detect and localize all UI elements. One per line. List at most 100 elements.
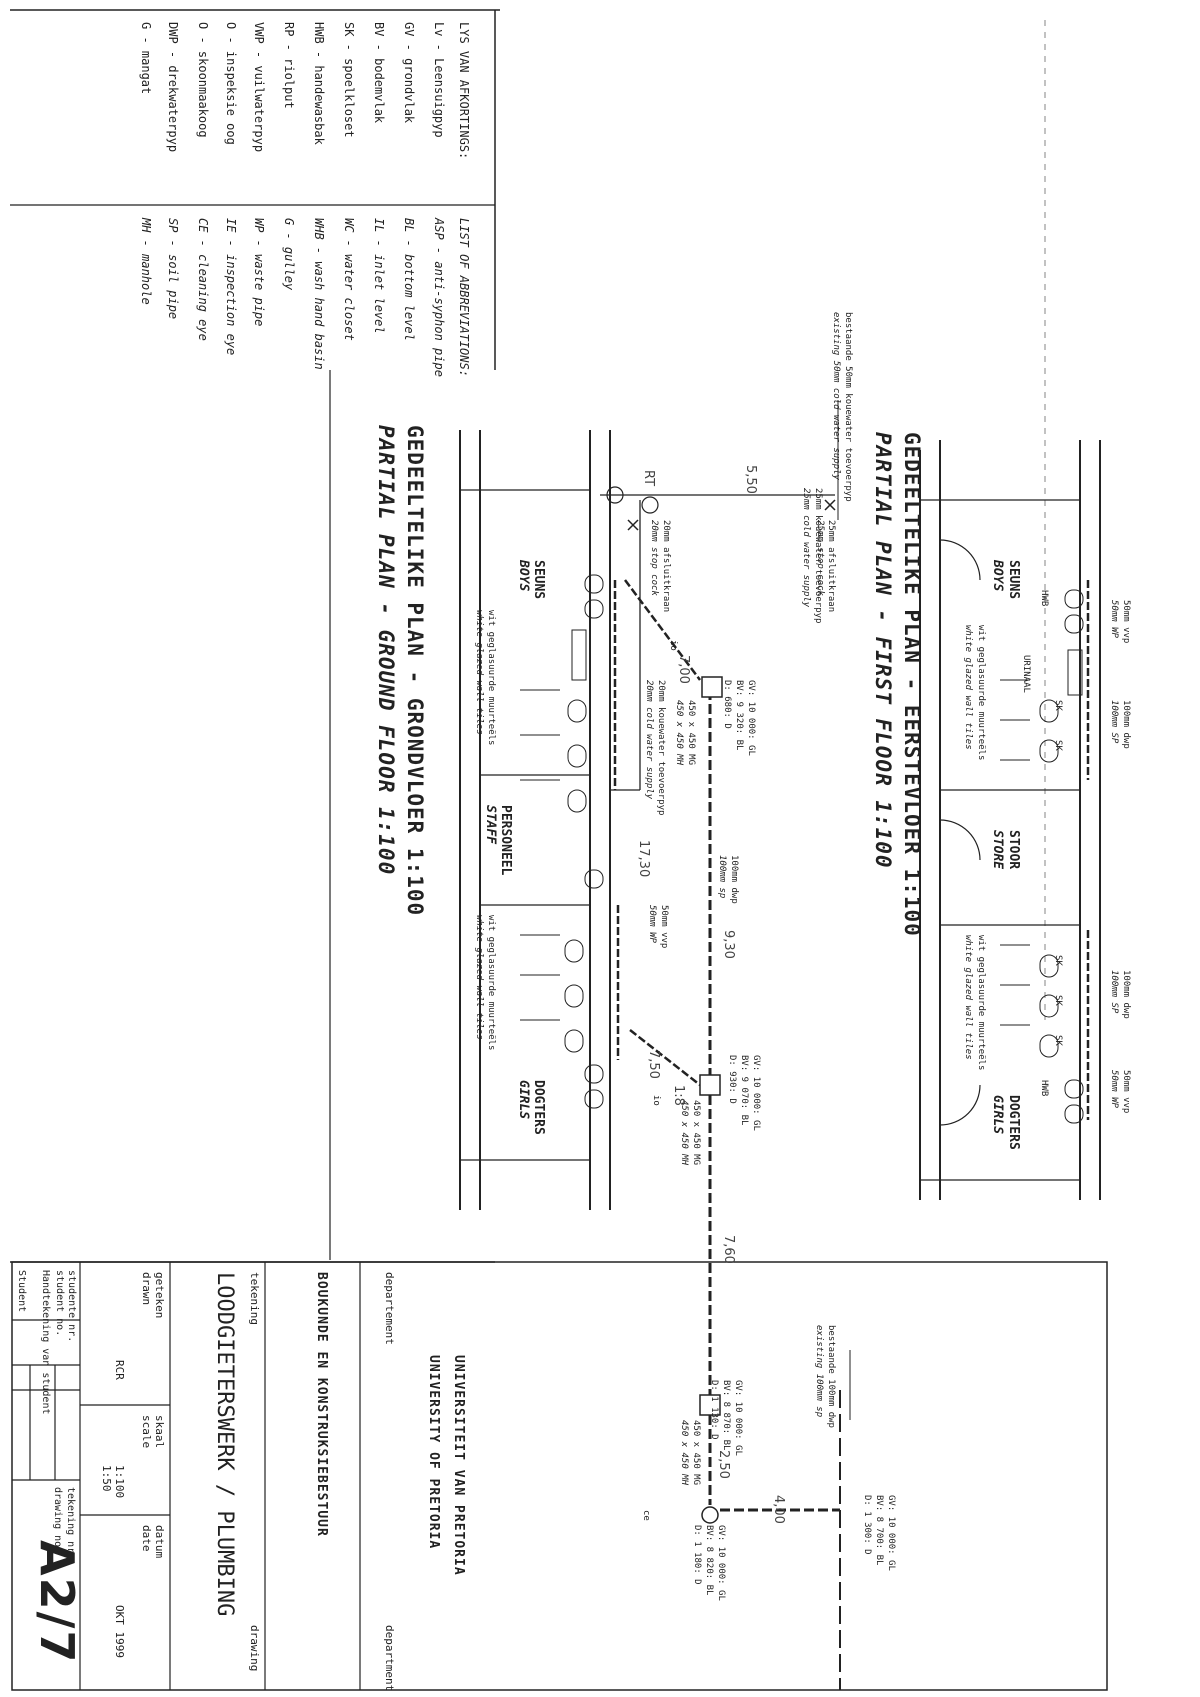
gf-supply-eng: 25mm cold water supply (801, 488, 811, 608)
date-label-eng: date (140, 1525, 153, 1552)
hand-note: 7,00 (676, 655, 691, 684)
legend-afr-item: BV - bodemvlak (372, 22, 386, 124)
gf-supply-afr: 25mm kouewater toevoerpyp (813, 488, 823, 624)
ff-tiles-afr: wit geglasuurde muurteëls (976, 625, 986, 761)
legend-afr-item: O - skoonmaakoog (196, 22, 210, 138)
gf-tiles-afr: wit geglasuurde muurteëls (486, 610, 496, 746)
legend-eng-item: WHB - wash hand basin (312, 218, 326, 370)
ff-existing-note-afr: bestaande 50mm kouewater toevoerpyp (843, 312, 853, 502)
ff-store-afr: STOOR (1006, 830, 1021, 870)
first-floor-title-afr: GEDEELTELIKE PLAN - EERSTEVLOER 1:100 (900, 432, 924, 937)
uni-eng: UNIVERSITY OF PRETORIA (426, 1355, 441, 1550)
dept-label-eng: department (383, 1625, 396, 1692)
ff-girls-eng: GIRLS (990, 1095, 1005, 1135)
gf-mh3-afr: 450 x 450 MG (691, 1420, 701, 1486)
ff-hwb-label: HWB (1039, 590, 1049, 607)
gf-pipe-label-afr: 100mm dwp (729, 855, 739, 904)
signature-label-afr: Handtekening van student (40, 1270, 51, 1415)
gf-mh4-level: GV: 10 000: GL (716, 1525, 726, 1601)
ff-boys-eng: BOYS (990, 560, 1005, 592)
scale-value-2: 1:50 (100, 1465, 113, 1492)
gf-tiles2-afr: wit geglasuurde muurteëls (486, 915, 496, 1051)
gf-girls-eng: GIRLS (516, 1080, 531, 1120)
ff-soil-afr: 100mm dwp (1121, 700, 1131, 749)
ff-girls-afr: DOGTERS (1006, 1095, 1021, 1150)
ff-vent-eng: 50mm WP (1109, 600, 1119, 638)
io-label: io (668, 640, 678, 651)
gf-mh1-level: GV: 10 000: GL (746, 680, 756, 756)
legend-afr-item: G - mangat (139, 22, 153, 95)
gf-vent-afr: 50mm vvp (659, 905, 669, 949)
legend-eng-item: WP - waste pipe (252, 218, 266, 327)
gf-mh3-level: D: 1 130: D (709, 1380, 719, 1440)
legend-eng-item: MH - manhole (139, 218, 153, 305)
ff-store-eng: STORE (990, 830, 1005, 870)
gf-supply20-eng: 20mm cold water supply (644, 680, 654, 800)
legend-eng-item: IL - inlet level (372, 218, 386, 334)
gf-mh4-level: BV: 8 820: BL (704, 1525, 714, 1596)
scale-value-1: 1:100 (113, 1465, 126, 1499)
drawing-label-eng: drawing (248, 1625, 261, 1672)
legend-eng-item: CE - cleaning eye (196, 218, 210, 341)
gf-mh2-level: BV: 9 070: BL (739, 1055, 749, 1126)
legend-afr-item: VWP - vuilwaterpyp (252, 22, 266, 153)
gf-mh5-level: BV: 8 700: BL (874, 1495, 884, 1566)
gf-tiles2-eng: white glazed wall tiles (474, 915, 484, 1040)
gf-girls-afr: DOGTERS (531, 1080, 546, 1135)
hand-note: 7,60 (721, 1235, 736, 1264)
gf-mh5-level: D: 1 300: D (862, 1495, 872, 1555)
gf-staff-afr: PERSONEEL (498, 805, 513, 876)
legend-afr-item: Lv - Leensuigpyp (432, 22, 446, 138)
gf-mh2-level: GV: 10 000: GL (751, 1055, 761, 1131)
hand-note: 9,30 (721, 930, 736, 959)
ff-soil2-afr: 100mm dwp (1121, 970, 1131, 1019)
ff-sk-label: SK (1053, 740, 1063, 751)
drawing-value: LOODGIETERSWERK / PLUMBING (212, 1272, 237, 1617)
ff-sk-label: SK (1053, 1035, 1063, 1046)
scale-label-afr: skaal (153, 1415, 166, 1449)
ff-sk-label: SK (1053, 995, 1063, 1006)
gf-mh5-level: GV: 10 000: GL (886, 1495, 896, 1571)
legend-afr-heading: LYS VAN AFKORTINGS: (457, 22, 471, 160)
gf-mh3-level: BV: 8 870: BL (721, 1380, 731, 1451)
ff-sk-label: SK (1053, 700, 1063, 711)
gf-mh1-level: D: 680: D (722, 680, 732, 729)
ff-sk-label: SK (1053, 955, 1063, 966)
legend-eng-item: G - gulley (282, 218, 296, 291)
gf-mh2-level: D: 930: D (727, 1055, 737, 1104)
legend-afr-item: DWP - drekwaterpyp (166, 22, 180, 153)
gf-mh3-eng: 450 x 450 MH (679, 1420, 689, 1486)
student-label-eng: student no. (54, 1270, 65, 1337)
gf-mh4-level: D: 1 180: D (692, 1525, 702, 1585)
ff-boys-afr: SEUNS (1006, 560, 1021, 600)
hand-note: RT (641, 470, 656, 487)
hand-note: 5,50 (743, 465, 758, 494)
legend-eng-heading: LIST OF ABBREVIATIONS: (457, 218, 471, 377)
gf-boys-afr: SEUNS (531, 560, 546, 600)
student-label-afr: studente nr. (66, 1270, 77, 1343)
drawn-label-afr: geteken (153, 1272, 166, 1319)
ff-soil2-eng: 100mm SP (1109, 970, 1119, 1014)
gf-staff-eng: STAFF (483, 805, 498, 845)
ff-hwb-label: HWB (1039, 1080, 1049, 1097)
io-label: io (651, 1095, 661, 1106)
date-label-afr: datum (153, 1525, 166, 1559)
gf-mh1-eng: 450 x 450 MH (674, 700, 684, 766)
legend-eng-item: SP - soil pipe (166, 218, 180, 320)
legend-eng-item: ASP - anti-syphon pipe (432, 218, 446, 377)
scale-label-eng: scale (140, 1415, 153, 1449)
first-floor-title-eng: PARTIAL PLAN - FIRST FLOOR 1:100 (871, 432, 895, 869)
ff-existing-note-eng: existing 50mm cold water supply (831, 312, 841, 480)
ff-stop-cock-afr: 25mm afsluitkraan (826, 520, 836, 613)
gf-tiles-eng: white glazed wall tiles (474, 610, 484, 735)
date-value: OKT 1999 (113, 1605, 126, 1658)
hand-note: 7,50 (646, 1050, 661, 1079)
ff-tiles2-eng: white glazed wall tiles (963, 935, 973, 1060)
ff-soil-eng: 100mm SP (1109, 700, 1119, 744)
legend-afr-item: HWB - handewasbak (312, 22, 326, 145)
hand-note: 17,30 (636, 840, 651, 878)
gf-existing-afr: bestaande 100mm dwp (826, 1325, 836, 1428)
gf-supply20-afr: 20mm kouewater toevoerpyp (656, 680, 666, 816)
legend-afr-item: O - inspeksie oog (224, 22, 238, 145)
